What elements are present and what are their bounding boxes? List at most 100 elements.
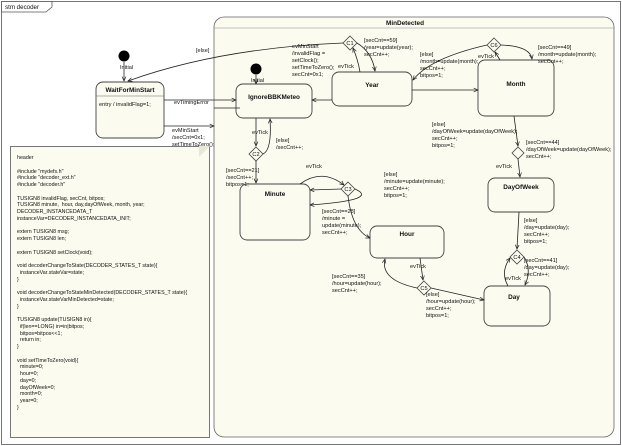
- code-line: day=0;: [17, 377, 36, 384]
- code-note: header#include "mydefs.h"#include "decod…: [10, 146, 210, 438]
- transition-dow-to-c4: [517, 211, 519, 249]
- code-line: }: [17, 404, 19, 411]
- transition-else-to-wait: [128, 42, 344, 81]
- label-year-to-month-0: [else]: [420, 52, 434, 58]
- state-month[interactable]: [477, 59, 555, 117]
- label-minute-else-2: secCnt++;: [384, 186, 410, 192]
- label-ev-tick-month: evTick: [478, 54, 494, 60]
- label-to-year-1: /year=update(year);: [364, 45, 413, 51]
- code-line: }: [17, 344, 19, 350]
- label-day-choice-0: [secCnt==41]: [524, 258, 558, 264]
- label-ev-tick-hour: evTick: [410, 264, 426, 270]
- day-of-week-state-name: DayOfWeek: [503, 184, 539, 191]
- initial-label-outer: Initial: [120, 65, 133, 71]
- transition-c4-to-day: [523, 256, 528, 285]
- label-to-year-0: [secCnt==59]: [364, 38, 398, 44]
- code-line: void decoderChangeToStateMinDetected(DEC…: [17, 290, 188, 296]
- code-line: #include "decoder.h": [17, 182, 66, 188]
- code-line: extern TUSIGN8 msg;: [17, 229, 70, 236]
- code-line: minute=0;: [17, 364, 44, 371]
- label-to-minute-1: /secCnt++;: [226, 175, 253, 181]
- choice-c4[interactable]: [509, 249, 525, 265]
- label-dow-choice-1: /dayOfWeek=update(dayOfWeek);: [526, 147, 612, 153]
- choice-c5[interactable]: [416, 280, 432, 296]
- code-line: month=0;: [17, 391, 43, 398]
- initial-label-inner: Initial: [251, 78, 264, 84]
- label-day-choice-1: /day=update(day);: [524, 265, 570, 271]
- state-minute[interactable]: [239, 183, 311, 241]
- transition-year-to-c1: [353, 48, 361, 73]
- state-hour[interactable]: [369, 225, 445, 259]
- transition-c3-to-minute: [310, 189, 342, 190]
- code-line: TUSIGN8 minute, hour, day,dayOfWeek, mon…: [17, 202, 145, 209]
- label-ev-tick-day: evTick: [505, 276, 521, 282]
- label-wait-to-min-2: setTimeToZero();: [172, 142, 215, 148]
- code-line: hour=0;: [17, 371, 39, 377]
- label-dow-choice-2: secCnt++;: [526, 154, 552, 160]
- label-year-to-ignore-2: setClock();: [292, 58, 319, 64]
- code-line: return in;: [17, 337, 41, 344]
- hour-state-name: Hour: [400, 231, 415, 238]
- choice-c6[interactable]: [486, 37, 502, 53]
- label-ev-tick-dow: evTick: [496, 164, 512, 170]
- label-hour-choice-0: [secCnt==35]: [332, 274, 366, 280]
- code-line: [17, 243, 203, 250]
- label-minute-to-hour-3: secCnt++;: [322, 230, 348, 236]
- code-line: #include "decoder_ext.h": [17, 175, 76, 182]
- label-ignore-self-1: /secCnt++;: [276, 145, 303, 151]
- label-month-to-dow-1: /dayOfWeek=update(dayOfWeek);: [432, 129, 518, 135]
- label-wait-to-min-0: evMinStart: [172, 128, 199, 134]
- label-hour-else-0: [else]: [426, 292, 440, 298]
- transition-month-to-dow: [513, 115, 518, 146]
- choice-c3-label: C3: [344, 187, 351, 193]
- label-wait-to-min-1: /secCnt=0x1;: [172, 135, 205, 141]
- label-to-minute-0: [secCnt==21]: [226, 168, 260, 174]
- choice-c1-label: C1: [346, 41, 353, 47]
- code-line: instanceVar.stateVarMinDetected=state;: [17, 296, 114, 303]
- label-day-to-dow-2: secCnt++;: [524, 232, 550, 238]
- code-line: #include "mydefs.h": [17, 168, 64, 175]
- label-month-choice-1: /month=update(month);: [538, 52, 597, 58]
- label-to-minute-2: bitpos=1;: [226, 182, 249, 188]
- transition-c3-to-hour: [347, 195, 370, 239]
- transition-c7-to-dow: [518, 158, 520, 177]
- minute-state-name: Minute: [265, 191, 286, 198]
- label-ev-timing-error: evTimingError: [174, 100, 209, 106]
- min-detected-title: MinDetected: [386, 20, 424, 27]
- transition-month-to-c6: [495, 52, 501, 61]
- code-line: [17, 256, 203, 263]
- label-month-to-dow-2: secCnt++;: [432, 136, 458, 142]
- state-day-of-week[interactable]: [487, 177, 555, 213]
- label-dow-choice-0: [secCnt==44]: [526, 140, 560, 146]
- year-state-name: Year: [365, 82, 379, 89]
- choice-c4-label: C4: [513, 255, 520, 261]
- code-line: instanceVar.stateVar=state;: [17, 269, 85, 276]
- transition-c2-to-ignore: [262, 119, 270, 155]
- choice-c1[interactable]: [342, 35, 358, 51]
- state-ignore-bbk-meteo[interactable]: [235, 83, 313, 119]
- wait-state-name: WaitForMinStart: [105, 87, 155, 94]
- state-year[interactable]: [331, 71, 413, 107]
- label-day-to-dow-1: /day=update(day);: [524, 225, 570, 231]
- label-day-to-dow-0: [else]: [524, 218, 538, 224]
- label-year-to-month-3: bitpos=1;: [420, 73, 443, 79]
- code-line: [17, 351, 203, 358]
- code-line: [17, 162, 203, 169]
- code-line: [17, 310, 203, 317]
- state-day[interactable]: [483, 285, 551, 327]
- label-ev-tick-ignore: evTick: [252, 130, 268, 136]
- label-minute-else-1: /minute=update(minute);: [384, 179, 445, 185]
- code-line: }: [17, 276, 19, 283]
- label-to-year-2: secCnt++;: [364, 52, 390, 58]
- transition-c5-to-hour: [384, 259, 418, 289]
- choice-c6-label: C6: [490, 43, 497, 49]
- label-year-to-month-2: secCnt++;: [420, 66, 446, 72]
- label-month-choice-0: [secCnt==49]: [538, 45, 572, 51]
- transition-c3-else-to-minute: [310, 188, 362, 205]
- code-line: header: [17, 155, 34, 161]
- label-minute-to-hour-2: update(minute);: [322, 223, 362, 229]
- ignore-state-name: IgnoreBBKMeteo: [248, 94, 300, 101]
- initial-node-inner: [250, 63, 262, 75]
- code-line: void decoderChangeToState(DECODER_STATES…: [17, 263, 158, 269]
- transition-hour-to-c5: [419, 257, 423, 280]
